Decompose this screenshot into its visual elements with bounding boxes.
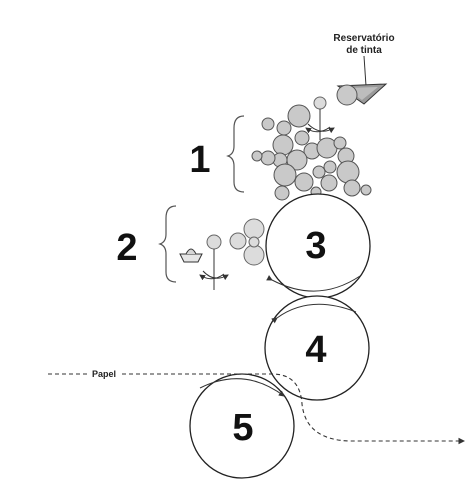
reservoir-label-line1: Reservatório xyxy=(333,33,394,44)
brace-section-2 xyxy=(158,205,177,283)
reservoir-pointer xyxy=(363,55,367,87)
fountain-roller xyxy=(336,84,358,106)
water-tray xyxy=(179,253,203,263)
section-number-1: 1 xyxy=(189,139,210,181)
section-number-5: 5 xyxy=(232,407,253,449)
oscillator-top xyxy=(305,96,335,140)
dampening-system xyxy=(179,218,265,290)
inking-rollers xyxy=(251,104,372,201)
ink-reservoir xyxy=(336,83,388,106)
brace-section-1 xyxy=(226,115,245,193)
blanket-cylinder xyxy=(264,295,370,401)
section-number-4: 4 xyxy=(305,329,326,371)
section-number-3: 3 xyxy=(305,225,326,267)
plate-cylinder xyxy=(265,193,371,299)
section-number-2: 2 xyxy=(116,227,137,269)
paper-path xyxy=(48,373,464,441)
paper-label: Papel xyxy=(92,369,116,379)
reservoir-label-line2: de tinta xyxy=(346,45,382,56)
